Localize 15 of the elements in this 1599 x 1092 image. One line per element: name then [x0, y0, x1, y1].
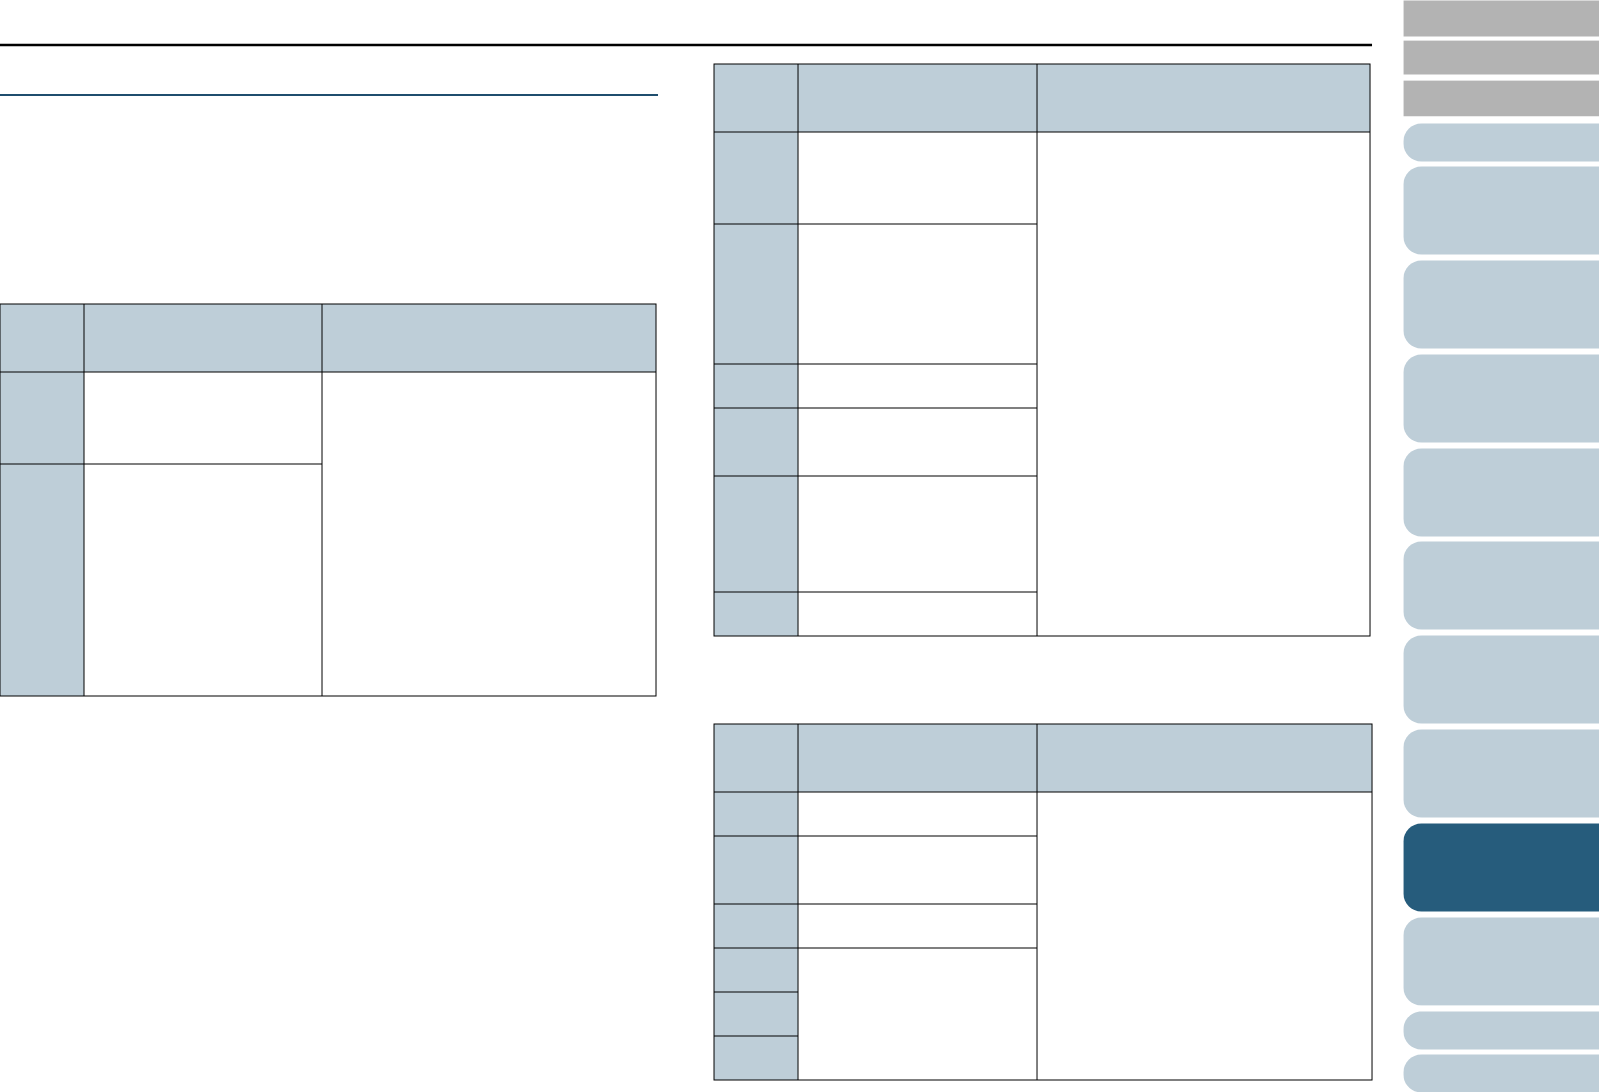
tab-button [1403, 80, 1599, 117]
tab-button [1403, 823, 1599, 912]
tab-button [1403, 635, 1599, 724]
tab-button [1403, 448, 1599, 537]
tab-button [1403, 1011, 1599, 1050]
tab-button [1403, 354, 1599, 443]
tab-button [1403, 729, 1599, 818]
tab-button [1403, 1054, 1599, 1092]
tab-button [1403, 123, 1599, 162]
tab-button [1403, 541, 1599, 630]
tab-button [1403, 40, 1599, 75]
tab-button [1403, 166, 1599, 255]
tab-button [1403, 260, 1599, 349]
tab-button [1403, 917, 1599, 1006]
tab-button [1403, 0, 1599, 37]
